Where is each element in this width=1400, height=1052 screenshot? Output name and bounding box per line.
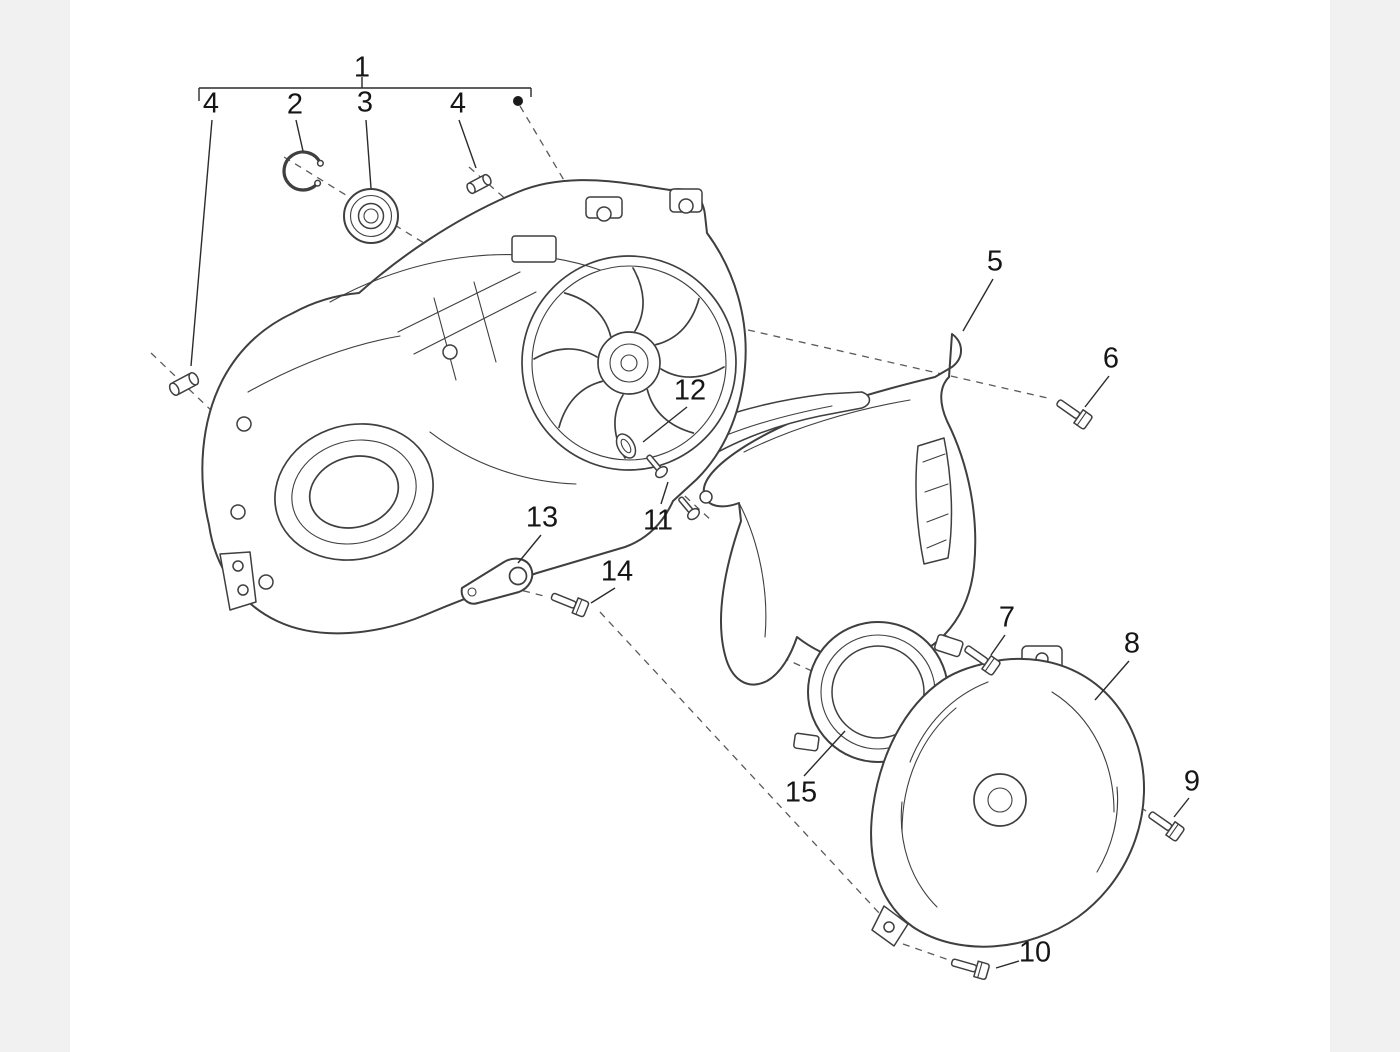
callout-2: 2 — [286, 88, 304, 121]
bolt-10-part — [949, 953, 991, 981]
reference-dot — [513, 96, 523, 106]
callout-7: 7 — [998, 601, 1016, 634]
bracket-part — [460, 557, 534, 605]
callout-3: 3 — [356, 86, 374, 119]
bushing-left-part — [168, 372, 200, 396]
group-bracket-1 — [198, 87, 532, 106]
callout-11: 11 — [642, 504, 674, 537]
washer-part — [615, 433, 637, 459]
callout-4-right: 4 — [449, 87, 467, 120]
callout-12: 12 — [673, 374, 707, 407]
callout-4-left: 4 — [202, 87, 220, 120]
crankcase-cover-part — [201, 179, 747, 635]
callout-15: 15 — [784, 776, 818, 809]
bolt-14-part — [548, 587, 591, 619]
bearing-part — [343, 188, 399, 244]
callout-6: 6 — [1102, 342, 1120, 375]
bolt-9-part — [1144, 806, 1186, 843]
cooling-fan — [521, 255, 737, 471]
bushing-right-part — [466, 173, 492, 195]
callout-1: 1 — [353, 51, 371, 84]
right-gutter — [1330, 0, 1400, 1052]
callout-14: 14 — [600, 555, 634, 588]
cover-opening — [274, 423, 434, 561]
callout-5: 5 — [986, 245, 1004, 278]
circlip-part — [282, 150, 324, 192]
bolt-6-part — [1052, 394, 1094, 431]
flywheel-cover-part — [870, 645, 1145, 948]
left-gutter — [0, 0, 70, 1052]
callout-leader-lines — [190, 77, 1190, 969]
callout-9: 9 — [1183, 765, 1201, 798]
callout-13: 13 — [525, 501, 559, 534]
callout-10: 10 — [1018, 936, 1052, 969]
callout-8: 8 — [1123, 627, 1141, 660]
